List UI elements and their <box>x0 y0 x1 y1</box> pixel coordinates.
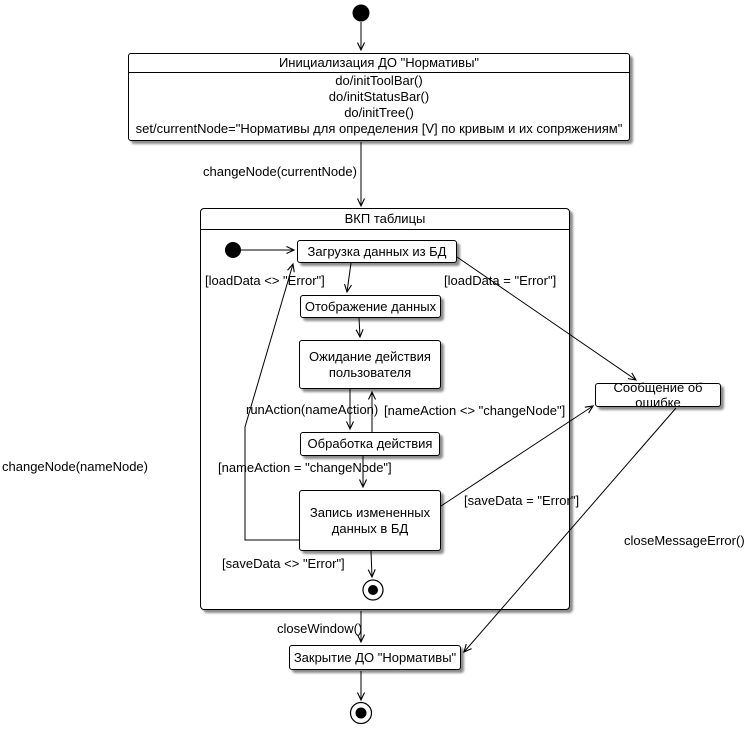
transition-label-changenode-namenode: changeNode(nameNode) <box>2 459 148 474</box>
state-init-dialog: Инициализация ДО "Нормативы" do/initTool… <box>128 53 630 141</box>
transition-label-savedata-error: [saveData = "Error"] <box>464 493 580 508</box>
state-load-data-label: Загрузка данных из БД <box>307 243 447 259</box>
transition-label-nameaction-changenode: [nameAction = "changeNode"] <box>218 460 392 475</box>
transition-label-nameaction-not-changenode: [nameAction <> "changeNode"] <box>384 403 566 418</box>
transition-label-runaction: runAction(nameAction) <box>246 402 379 417</box>
state-error-message: Сообщение об ошибке <box>595 380 721 410</box>
state-close-dialog-label: Закрытие ДО "Нормативы" <box>293 649 457 665</box>
transition-label-loaddata-ok: [loadData <> "Error"] <box>205 273 325 288</box>
state-error-message-label: Сообщение об ошибке <box>613 379 703 410</box>
state-process-action-label: Обработка действия <box>307 436 433 452</box>
init-action-initstatusbar: do/initStatusBar() <box>328 89 430 104</box>
transition-label-closewindow: closeWindow() <box>277 621 363 636</box>
transition-label-savedata-ok: [saveData <> "Error"] <box>222 556 345 571</box>
state-display-data: Отображение данных <box>300 295 441 318</box>
final-state-node <box>349 701 373 725</box>
initial-state-node <box>352 4 370 22</box>
transition-label-closemessageerror: closeMessageError() <box>624 533 745 548</box>
init-action-inittoolbar: do/initToolBar() <box>335 73 423 88</box>
state-wait-user-label: Ожидание действия пользователя <box>309 349 431 380</box>
state-wait-user-action: Ожидание действия пользователя <box>299 340 441 389</box>
state-display-data-label: Отображение данных <box>304 298 437 314</box>
transition-label-changenode-currentnode: changeNode(currentNode) <box>203 164 357 179</box>
transition-label-loaddata-error: [loadData = "Error"] <box>444 273 557 288</box>
composite-state-title: ВКП таблицы <box>201 209 569 230</box>
state-save-changed-data-label: Запись измененных данных в БД <box>309 505 431 536</box>
state-save-changed-data: Запись измененных данных в БД <box>299 490 441 551</box>
state-process-action: Обработка действия <box>300 432 440 456</box>
state-load-data-from-db: Загрузка данных из БД <box>297 240 457 263</box>
init-action-inittree: do/initTree() <box>344 105 414 120</box>
init-action-setcurrentnode: set/currentNode="Нормативы для определен… <box>135 121 623 136</box>
state-init-title: Инициализация ДО "Нормативы" <box>129 54 629 73</box>
state-close-dialog: Закрытие ДО "Нормативы" <box>289 645 461 670</box>
